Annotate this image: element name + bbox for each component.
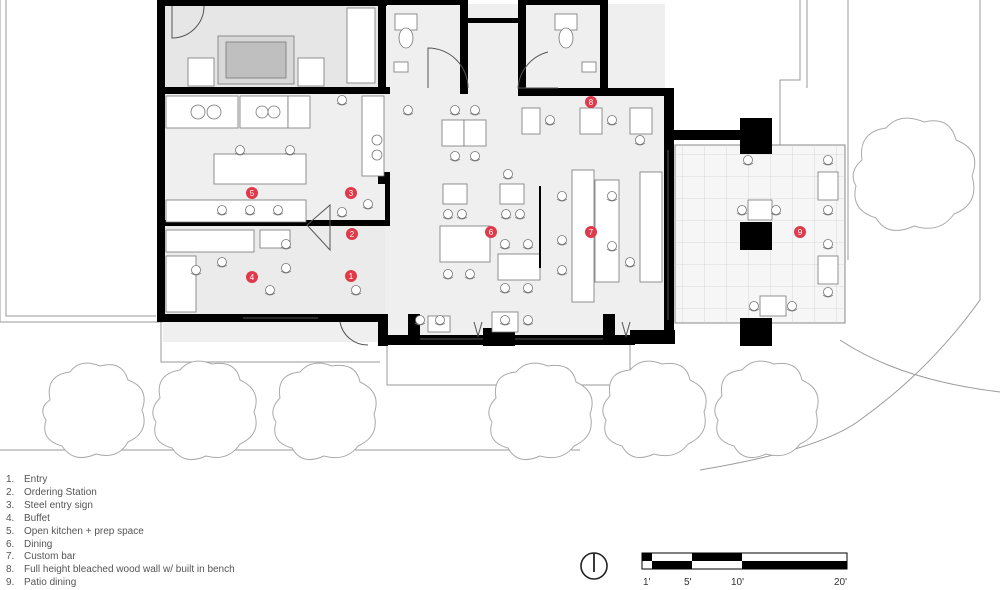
marker-8: 8 (585, 96, 597, 108)
legend-label: Steel entry sign (24, 499, 93, 511)
storefront-glazing (243, 150, 669, 340)
scale-label-20ft: 20' (834, 577, 848, 588)
marker-7: 7 (585, 226, 597, 238)
marker-5-text: 5 (250, 189, 255, 198)
north-arrow-icon (580, 552, 608, 580)
marker-9: 9 (794, 226, 806, 238)
legend-item: 6. Dining (6, 539, 235, 552)
legend-number: 1. (6, 474, 15, 485)
legend-item: 3. Steel entry sign (6, 500, 235, 513)
marker-2: 2 (346, 228, 358, 240)
legend-label: Custom bar (24, 551, 76, 563)
marker-8-text: 8 (589, 98, 594, 107)
legend-label: Buffet (24, 512, 50, 524)
legend-number: 3. (6, 499, 15, 511)
marker-3: 3 (345, 187, 357, 199)
restroom-fixtures (393, 13, 597, 73)
tree-outline-icon (152, 360, 257, 461)
legend-item: 5. Open kitchen + prep space (6, 526, 235, 539)
legend-label: Patio dining (24, 577, 77, 589)
legend-number: 9. (6, 577, 15, 589)
trees (42, 117, 976, 461)
marker-5: 5 (246, 187, 258, 199)
marker-7-text: 7 (589, 228, 594, 237)
marker-6: 6 (485, 226, 497, 238)
tree-outline-icon (602, 360, 707, 459)
legend-item: 1. Entry (6, 474, 235, 487)
legend-number: 2. (6, 486, 15, 498)
dining-furniture (427, 107, 839, 333)
legend-number: 6. (6, 538, 15, 550)
legend-item: 7. Custom bar (6, 551, 235, 564)
marker-2-text: 2 (350, 230, 355, 239)
marker-6-text: 6 (489, 228, 494, 237)
marker-4-text: 4 (250, 273, 255, 282)
tree-outline-icon (488, 362, 593, 461)
doors (171, 5, 631, 346)
marker-9-text: 9 (798, 228, 803, 237)
marker-3-text: 3 (349, 189, 354, 198)
legend-label: Dining (24, 538, 53, 550)
legend: 1. Entry 2. Ordering Station 3. Steel entry… (6, 474, 235, 590)
tree-outline-icon (714, 360, 819, 459)
legend-number: 4. (6, 512, 15, 524)
legend-number: 8. (6, 564, 15, 576)
legend-number: 5. (6, 525, 15, 537)
legend-label: Full height bleached wood wall w/ built … (24, 564, 235, 576)
tree-outline-icon (852, 117, 976, 231)
legend-item: 8. Full height bleached wood wall w/ buil… (6, 564, 235, 577)
scale-label-1ft: 1' (643, 577, 651, 588)
legend-item: 4. Buffet (6, 513, 235, 526)
scale-bar (641, 552, 848, 570)
legend-label: Entry (24, 474, 48, 485)
scale-label-10ft: 10' (731, 577, 745, 588)
scale-label-5ft: 5' (684, 577, 692, 588)
legend-label: Open kitchen + prep space (24, 525, 144, 537)
legend-item: 9. Patio dining (6, 577, 235, 590)
marker-1: 1 (345, 270, 357, 282)
marker-4: 4 (246, 271, 258, 283)
marker-1-text: 1 (349, 272, 354, 281)
number-markers: 1 2 3 4 5 6 7 8 9 (246, 96, 806, 283)
tree-outline-icon (272, 362, 377, 461)
legend-item: 2. Ordering Station (6, 487, 235, 500)
legend-label: Ordering Station (24, 486, 97, 498)
tree-outline-icon (42, 362, 145, 459)
kitchen-equipment (165, 7, 385, 313)
legend-number: 7. (6, 551, 15, 563)
